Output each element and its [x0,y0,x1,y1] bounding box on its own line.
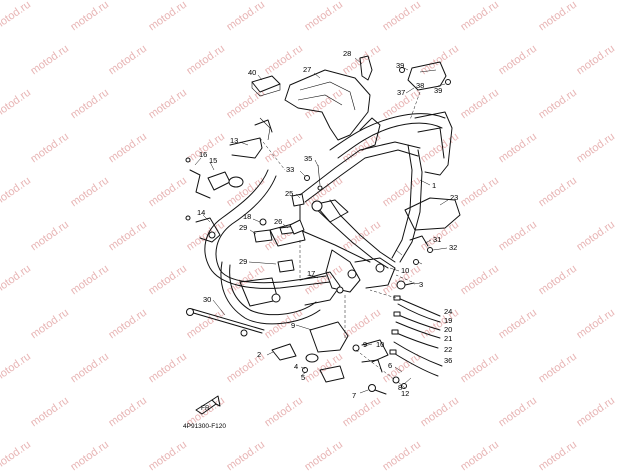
parts-31-32-39 [409,235,433,265]
callout-22: 22 [444,345,452,354]
cable-ties [389,295,443,377]
callout-16-top: 16 [199,150,207,159]
callout-33: 33 [286,165,294,174]
callout-17: 17 [307,269,315,278]
callout-23: 23 [450,193,458,202]
callout-32: 32 [449,243,457,252]
callout-38-left: 39 [396,61,404,70]
callout-15: 15 [209,156,217,165]
callout-12: 12 [401,389,409,398]
callout-29-lower: 29 [239,257,247,266]
callout-25: 25 [285,189,293,198]
callout-24: 24 [444,307,452,316]
callout-29-left: 29 [239,223,247,232]
part-3-bolt [396,280,415,290]
callout-20: 20 [444,325,452,334]
small-parts-left [253,218,305,273]
callout-38-right: 39 [434,86,442,95]
callout-8: 8 [398,383,402,392]
callout-35: 36 [444,356,452,365]
callout-9-right: 9 [363,340,367,349]
callout-21: 21 [444,334,452,343]
callout-2: 2 [257,350,261,359]
callout-28: 28 [343,49,351,58]
callout-13: 13 [230,136,238,145]
part-28-bracket [359,55,373,81]
callout-4: 4 [294,362,298,371]
front-marker-label: FR [201,405,210,412]
callout-31: 31 [433,235,441,244]
part-14-15-16 [185,157,244,243]
callout-10-bottom: 10 [376,340,384,349]
callout-labels: 28 27 40 39 39 38 37 13 16 15 14 18 29 2… [197,49,458,400]
callout-40: 40 [248,68,256,77]
callout-36: 37 [397,88,405,97]
part-30-long-bolt [186,308,265,337]
assembly-lines [259,91,421,381]
callout-34: 35 [304,154,312,163]
callout-9-left: 9 [291,321,295,330]
small-parts-center [291,164,323,207]
engine-mount-parts [271,321,407,395]
part-40-cushion [251,75,281,97]
front-marker: FR [195,395,221,415]
callout-3: 3 [419,280,423,289]
leader-lines [194,57,449,394]
callout-26: 26 [274,217,282,226]
part-13-stay [229,117,273,159]
callout-1: 1 [432,181,436,190]
callout-10-top: 10 [401,266,409,275]
callout-6: 6 [388,361,392,370]
diagram-code: 4P91300-F120 [183,423,226,430]
main-frame [204,111,453,325]
callout-30: 30 [203,295,211,304]
callout-14: 14 [197,208,205,217]
callout-19: 19 [444,316,452,325]
part-23-cover [404,197,461,231]
callout-18: 18 [243,212,251,221]
callout-5: 5 [301,373,305,382]
part-36-37-bracket [399,61,451,91]
callout-27: 27 [303,65,311,74]
part-27-fender [284,69,371,141]
callout-7: 7 [352,391,356,400]
callout-37: 38 [416,81,424,90]
